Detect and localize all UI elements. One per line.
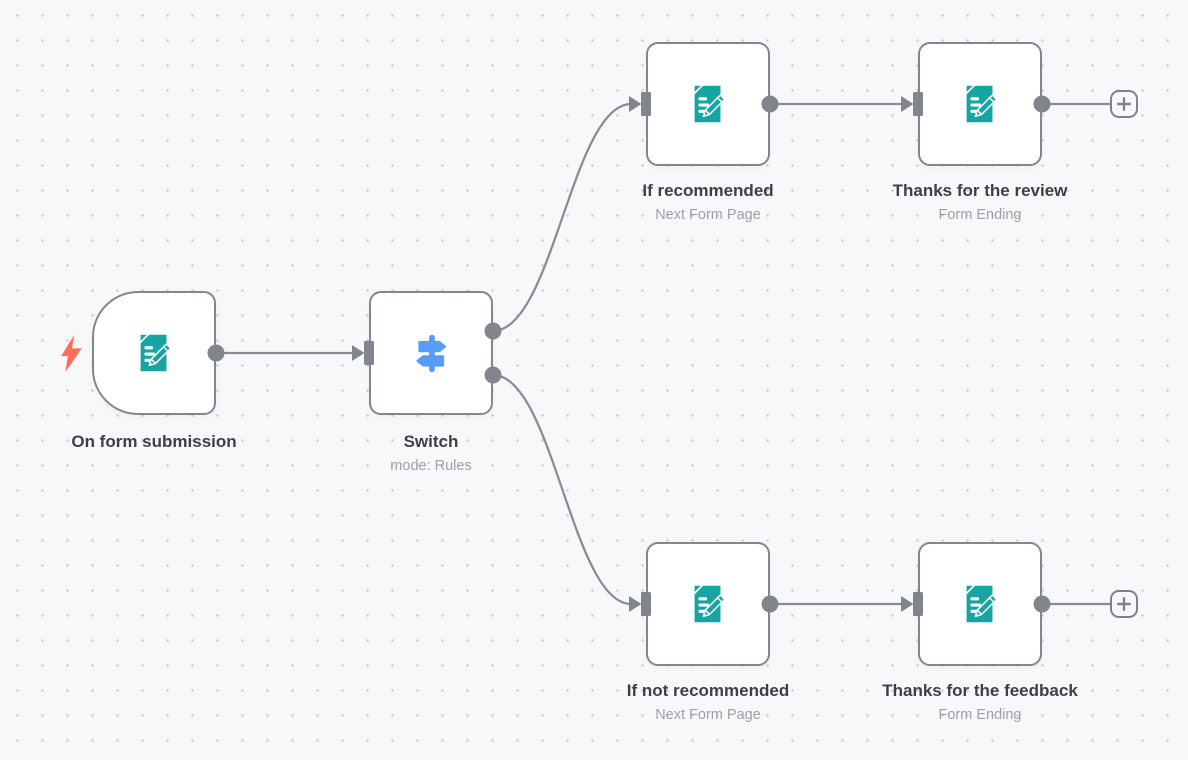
output-handle[interactable] xyxy=(761,595,779,613)
output-handle[interactable] xyxy=(207,344,225,362)
node-label: On form submission xyxy=(71,432,237,451)
input-handle-bar xyxy=(641,92,651,116)
output-handle[interactable] xyxy=(761,95,779,113)
input-handle-arrow xyxy=(901,596,914,612)
node-label: Thanks for the review xyxy=(892,181,1068,200)
node-subtitle: mode: Rules xyxy=(390,458,472,474)
node-switch[interactable] xyxy=(369,291,493,415)
input-handle-bar xyxy=(913,592,923,616)
node-on-form-submission[interactable] xyxy=(92,291,216,415)
add-node-button[interactable] xyxy=(1110,590,1138,618)
node-subtitle: Form Ending xyxy=(938,707,1022,723)
output-handle[interactable] xyxy=(484,322,502,340)
node-label: If not recommended xyxy=(626,681,790,700)
node-thanks-for-the-feedback[interactable] xyxy=(918,542,1042,666)
node-subtitle: Next Form Page xyxy=(655,707,761,723)
node-label: If recommended xyxy=(642,181,774,200)
input-handle-arrow xyxy=(352,345,365,361)
node-label-block: Thanks for the feedback Form Ending xyxy=(810,678,1150,726)
input-handle-bar xyxy=(641,592,651,616)
output-handle[interactable] xyxy=(1033,95,1051,113)
node-label: Thanks for the feedback xyxy=(882,681,1078,700)
node-subtitle: Next Form Page xyxy=(655,207,761,223)
node-label-block: On form submission xyxy=(0,429,324,456)
node-subtitle: Form Ending xyxy=(938,207,1022,223)
node-label-block: Thanks for the review Form Ending xyxy=(810,178,1150,226)
connection-switch-to-if-not-recommended[interactable] xyxy=(492,373,632,606)
node-label-block: If not recommended Next Form Page xyxy=(538,678,878,726)
connection-switch-to-if-recommended[interactable] xyxy=(492,102,632,333)
input-handle-arrow xyxy=(629,96,642,112)
node-label-block: Switch mode: Rules xyxy=(261,429,601,477)
node-label-block: If recommended Next Form Page xyxy=(538,178,878,226)
node-label: Switch xyxy=(403,432,459,451)
input-handle-bar xyxy=(913,92,923,116)
input-handle-bar xyxy=(364,341,374,365)
output-handle[interactable] xyxy=(484,366,502,384)
add-node-button[interactable] xyxy=(1110,90,1138,118)
input-handle-arrow xyxy=(901,96,914,112)
input-handle-arrow xyxy=(629,596,642,612)
output-handle[interactable] xyxy=(1033,595,1051,613)
